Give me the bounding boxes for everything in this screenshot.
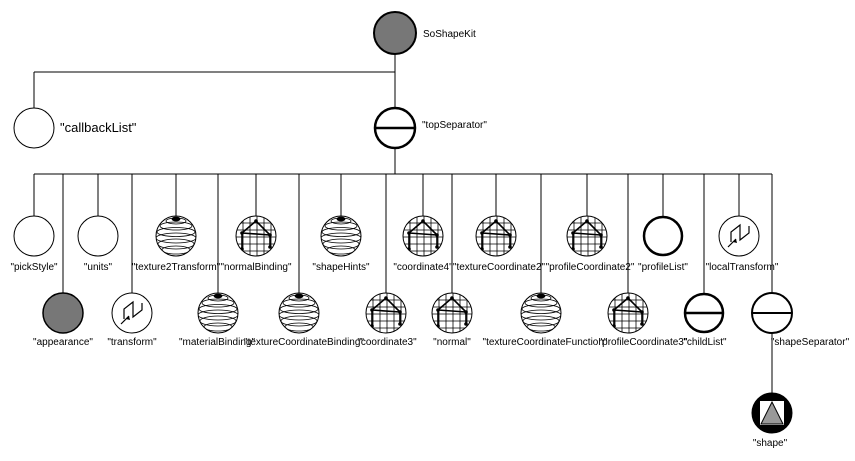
separator-node-filled-icon <box>373 11 417 55</box>
property-sphere-icon <box>321 216 361 256</box>
node-label: "units" <box>84 262 113 273</box>
node-appearance: "appearance" <box>33 292 93 348</box>
property-sphere-icon <box>521 293 561 333</box>
transform-icon <box>718 215 760 257</box>
node-label: "childList" <box>683 337 727 348</box>
node-coordinate4: "coordinate4" <box>393 215 453 273</box>
node-label: "texture2Transform" <box>132 262 221 273</box>
node-label: "normalBinding" <box>220 262 291 273</box>
node-label: "profileList" <box>638 262 688 273</box>
node-shape: "shape" <box>751 392 793 449</box>
node-topseparator: "topSeparator" <box>373 106 487 150</box>
node-coordinate3: "coordinate3" <box>357 292 417 348</box>
separator-node-icon <box>373 106 417 150</box>
node-label: "shape" <box>753 438 788 449</box>
empty-circle-icon <box>77 215 119 257</box>
grid-graph-icon <box>476 216 516 256</box>
node-label: "textureCoordinateBinding" <box>244 337 364 348</box>
node-label: "materialBinding" <box>179 337 255 348</box>
node-texture2transform: "texture2Transform" <box>132 215 221 273</box>
node-label: "profileCoordinate3" <box>599 337 688 348</box>
shape-triangle-icon <box>751 392 793 434</box>
node-materialbinding: "materialBinding" <box>179 292 255 348</box>
node-texturecoordinatebinding: "textureCoordinateBinding" <box>244 292 364 348</box>
node-texturecoordinate2: "textureCoordinate2" <box>453 215 546 273</box>
grid-graph-icon <box>608 293 648 333</box>
node-label: "callbackList" <box>60 120 137 135</box>
node-profilelist: "profileList" <box>638 215 688 273</box>
node-label: "coordinate4" <box>393 262 453 273</box>
grid-graph-icon <box>432 293 472 333</box>
empty-circle-bold-icon <box>642 215 684 257</box>
connector-lines <box>33 54 773 393</box>
node-label: "localTransform" <box>706 262 779 273</box>
node-transform: "transform" <box>107 292 157 348</box>
node-label: "appearance" <box>33 337 93 348</box>
separator-node-filled-icon <box>42 292 84 334</box>
node-shapeseparator: "shapeSeparator" <box>751 292 850 348</box>
node-units: "units" <box>77 215 119 273</box>
node-label: SoShapeKit <box>423 29 476 40</box>
transform-icon <box>111 292 153 334</box>
grid-graph-icon <box>236 216 276 256</box>
node-label: "topSeparator" <box>422 120 487 131</box>
node-label: "coordinate3" <box>357 337 417 348</box>
node-callbacklist: "callbackList" <box>13 107 137 149</box>
node-label: "normal" <box>433 337 471 348</box>
property-sphere-icon <box>279 293 319 333</box>
node-soshapekit: SoShapeKit <box>373 11 476 55</box>
node-normalbinding: "normalBinding" <box>220 215 292 273</box>
node-childlist: "childList" <box>683 292 727 348</box>
grid-graph-icon <box>366 293 406 333</box>
node-localtransform: "localTransform" <box>706 215 779 273</box>
node-shapehints: "shapeHints" <box>312 215 370 273</box>
node-label: "profileCoordinate2" <box>546 262 635 273</box>
node-texturecoordinatefunction: "textureCoordinateFunction" <box>483 292 608 348</box>
grid-graph-icon <box>403 216 443 256</box>
node-label: "shapeHints" <box>312 262 370 273</box>
node-label: "textureCoordinate2" <box>453 262 546 273</box>
separator-node-icon <box>683 292 725 334</box>
node-label: "transform" <box>107 337 157 348</box>
separator-node-icon <box>751 292 793 334</box>
node-profilecoordinate3: "profileCoordinate3" <box>599 292 688 348</box>
node-pickstyle: "pickStyle" <box>10 215 58 273</box>
empty-circle-icon <box>13 107 55 149</box>
node-label: "shapeSeparator" <box>771 337 850 348</box>
node-label: "textureCoordinateFunction" <box>483 337 608 348</box>
empty-circle-icon <box>13 215 55 257</box>
node-profilecoordinate2: "profileCoordinate2" <box>546 215 635 273</box>
node-normal: "normal" <box>431 292 473 348</box>
node-label: "pickStyle" <box>10 262 58 273</box>
